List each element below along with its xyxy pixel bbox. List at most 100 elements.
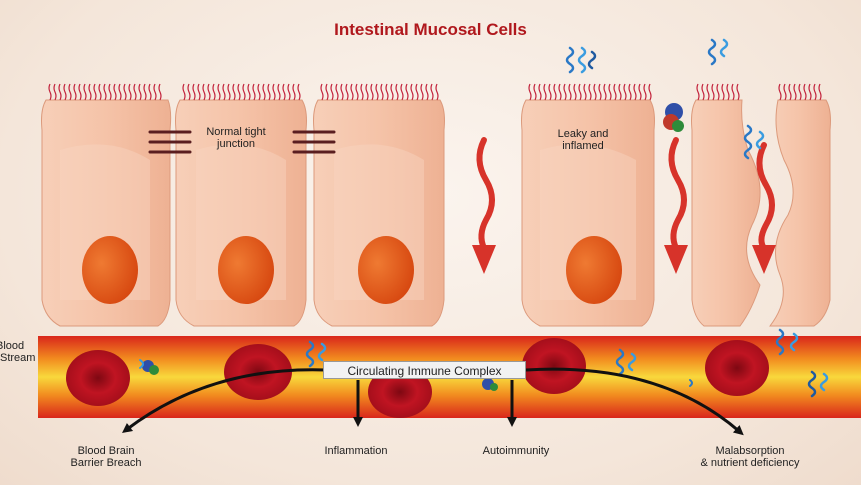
microvillus [272, 83, 276, 101]
microvillus [212, 83, 216, 101]
microvillus [395, 83, 399, 101]
microvillus [638, 83, 642, 101]
microvillus [247, 83, 251, 101]
microvillus [375, 83, 379, 101]
microvillus [726, 83, 730, 101]
diagram-title: Intestinal Mucosal Cells [334, 20, 527, 39]
microvillus [68, 83, 72, 101]
cell [41, 99, 172, 327]
microvillus [187, 83, 191, 101]
arrow-to-bbb [122, 368, 327, 434]
microvillus [78, 83, 82, 101]
protein-icon [743, 124, 765, 160]
microvillus [320, 83, 324, 101]
microvillus [648, 83, 652, 101]
microvillus [415, 83, 419, 101]
microvillus [48, 83, 52, 101]
microvillus [400, 83, 404, 101]
microvillus [113, 83, 117, 101]
red-blood-cell-icon [66, 350, 130, 406]
microvillus [182, 83, 186, 101]
microvillus [643, 83, 647, 101]
microvilli [48, 83, 822, 101]
microvillus [335, 83, 339, 101]
microvillus [706, 83, 710, 101]
wavy-arrow-icon [756, 142, 775, 251]
microvillus [217, 83, 221, 101]
microvillus [83, 83, 87, 101]
blood-stream-label: BloodStream [0, 340, 36, 364]
red-blood-cell-icon [522, 338, 586, 394]
nucleus [218, 236, 274, 304]
red-blood-cell-icon [705, 340, 769, 396]
protein-icon [707, 38, 729, 66]
outcome-arrows [122, 367, 744, 436]
microvillus [53, 83, 57, 101]
microvillus [583, 83, 587, 101]
microvillus [237, 83, 241, 101]
microvillus [420, 83, 424, 101]
microvillus [133, 83, 137, 101]
microvillus [793, 83, 797, 101]
microvillus [558, 83, 562, 101]
microvillus [227, 83, 231, 101]
microvillus [143, 83, 147, 101]
microvillus [207, 83, 211, 101]
microvillus [588, 83, 592, 101]
microvillus [410, 83, 414, 101]
microvillus [573, 83, 577, 101]
microvillus [330, 83, 334, 101]
microvillus [350, 83, 354, 101]
microvillus [613, 83, 617, 101]
arrow-to-malabsorption [525, 367, 744, 436]
microvillus [798, 83, 802, 101]
red-blood-cell-icon [368, 366, 432, 418]
microvillus [197, 83, 201, 101]
microvillus [232, 83, 236, 101]
nucleus [358, 236, 414, 304]
microvillus [736, 83, 740, 101]
microvillus [123, 83, 127, 101]
protein-icon [482, 378, 498, 391]
microvillus [598, 83, 602, 101]
microvillus [716, 83, 720, 101]
microvillus [568, 83, 572, 101]
microvillus [808, 83, 812, 101]
damaged-cell [768, 99, 831, 327]
protein-icon [139, 359, 159, 375]
microvillus [340, 83, 344, 101]
microvillus [553, 83, 557, 101]
circulating-immune-complex-label: Circulating Immune Complex [323, 361, 526, 379]
nuclei [82, 236, 622, 304]
microvillus [425, 83, 429, 101]
microvillus [380, 83, 384, 101]
microvillus [628, 83, 632, 101]
protein-icon [689, 379, 693, 387]
outcome-inflammation-label: Inflammation [324, 445, 388, 457]
microvillus [818, 83, 822, 101]
microvillus [788, 83, 792, 101]
red-blood-cell-icon [224, 344, 292, 400]
wavy-arrow-head [664, 245, 688, 274]
microvillus [731, 83, 735, 101]
outcome-autoimmunity-label: Autoimmunity [482, 445, 550, 457]
microvillus [563, 83, 567, 101]
microvillus [138, 83, 142, 101]
microvillus [202, 83, 206, 101]
microvillus [538, 83, 542, 101]
wavy-arrow-icon [668, 137, 687, 251]
microvillus [385, 83, 389, 101]
microvillus [118, 83, 122, 101]
microvillus [533, 83, 537, 101]
microvillus [345, 83, 349, 101]
microvillus [435, 83, 439, 101]
microvillus [267, 83, 271, 101]
microvillus [370, 83, 374, 101]
microvillus [262, 83, 266, 101]
wavy-arrow-head [472, 245, 496, 274]
microvillus [548, 83, 552, 101]
microvillus [93, 83, 97, 101]
microvillus [603, 83, 607, 101]
